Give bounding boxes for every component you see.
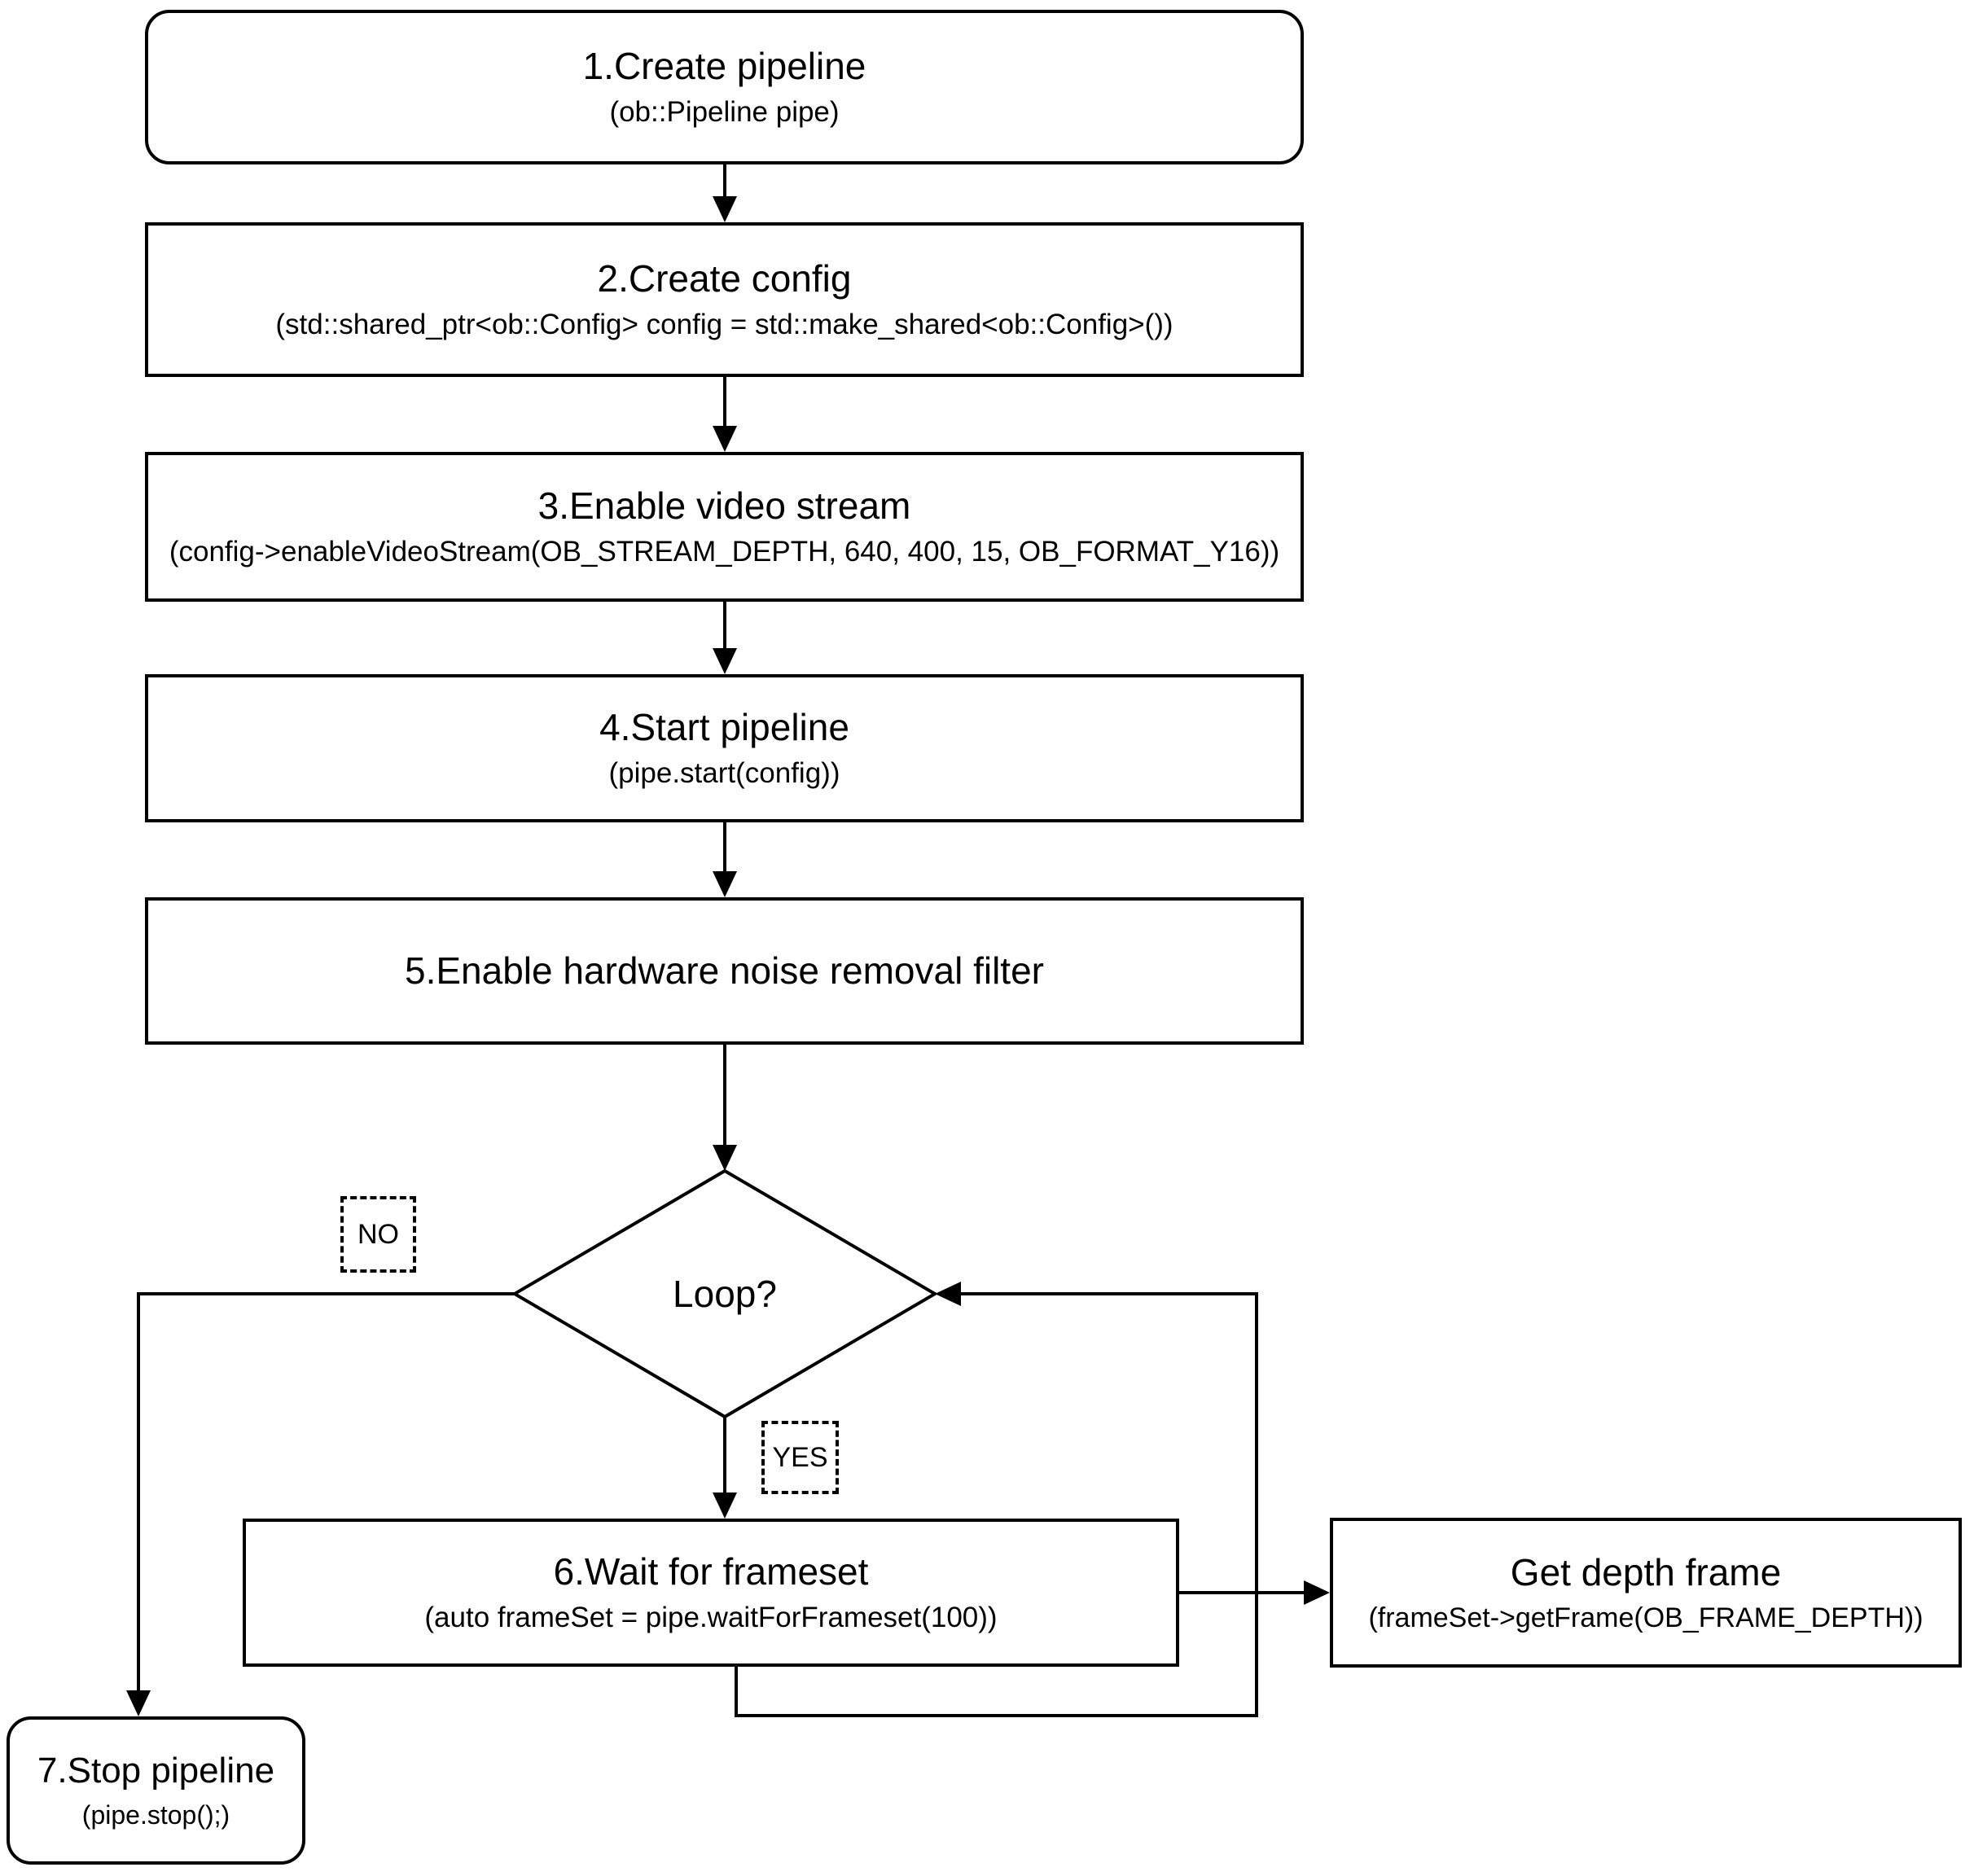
- arrowhead-down-icon: [713, 1492, 737, 1519]
- arrowhead-left-icon: [935, 1282, 961, 1306]
- node-enable-noise-filter: 5.Enable hardware noise removal filter: [145, 897, 1304, 1045]
- node-subtitle: (pipe.start(config)): [608, 757, 840, 790]
- arrowhead-down-icon: [713, 196, 737, 222]
- branch-label-text: YES: [772, 1441, 828, 1473]
- edge-loop-back: [735, 1292, 1258, 1717]
- node-subtitle: (auto frameSet = pipe.waitForFrameset(10…: [424, 1602, 998, 1634]
- node-title: 2.Create config: [597, 257, 852, 300]
- node-create-config: 2.Create config (std::shared_ptr<ob::Con…: [145, 222, 1304, 377]
- node-subtitle: (pipe.stop();): [81, 1799, 230, 1830]
- node-subtitle: (std::shared_ptr<ob::Config> config = st…: [275, 309, 1173, 341]
- connector-lines: [137, 164, 1324, 1717]
- node-start-pipeline: 4.Start pipeline (pipe.start(config)): [145, 674, 1304, 822]
- node-subtitle: (frameSet->getFrame(OB_FRAME_DEPTH)): [1368, 1602, 1924, 1633]
- node-loop-decision: Loop?: [515, 1171, 935, 1417]
- node-title: 6.Wait for frameset: [553, 1550, 869, 1593]
- node-title: Get depth frame: [1510, 1551, 1782, 1593]
- arrowhead-down-icon: [713, 426, 737, 452]
- node-title: 3.Enable video stream: [537, 484, 911, 528]
- arrowhead-down-icon: [713, 648, 737, 674]
- arrowhead-down-icon: [713, 871, 737, 897]
- node-title: 1.Create pipeline: [582, 45, 866, 88]
- node-create-pipeline: 1.Create pipeline (ob::Pipeline pipe): [145, 10, 1304, 164]
- loop-decision-diamond: [511, 1168, 938, 1419]
- arrowhead-right-icon: [1304, 1580, 1330, 1605]
- branch-label-text: NO: [358, 1218, 399, 1250]
- node-stop-pipeline: 7.Stop pipeline (pipe.stop();): [7, 1716, 305, 1865]
- node-subtitle: (config->enableVideoStream(OB_STREAM_DEP…: [169, 536, 1280, 568]
- node-title: 7.Stop pipeline: [37, 1751, 275, 1791]
- connector-arrowheads: [126, 196, 1330, 1716]
- node-get-depth-frame: Get depth frame (frameSet->getFrame(OB_F…: [1330, 1518, 1962, 1668]
- node-enable-video-stream: 3.Enable video stream (config->enableVid…: [145, 452, 1304, 602]
- arrowhead-down-icon: [126, 1690, 151, 1716]
- node-title: 4.Start pipeline: [599, 706, 849, 749]
- branch-label-no: NO: [340, 1196, 416, 1273]
- node-title: 5.Enable hardware noise removal filter: [405, 949, 1044, 993]
- node-wait-for-frameset: 6.Wait for frameset (auto frameSet = pip…: [243, 1519, 1179, 1667]
- node-subtitle: (ob::Pipeline pipe): [609, 96, 840, 129]
- arrowhead-down-icon: [713, 1145, 737, 1171]
- branch-label-yes: YES: [761, 1421, 839, 1494]
- edge-no-branch: [137, 1292, 515, 1711]
- node-title: Loop?: [673, 1273, 777, 1315]
